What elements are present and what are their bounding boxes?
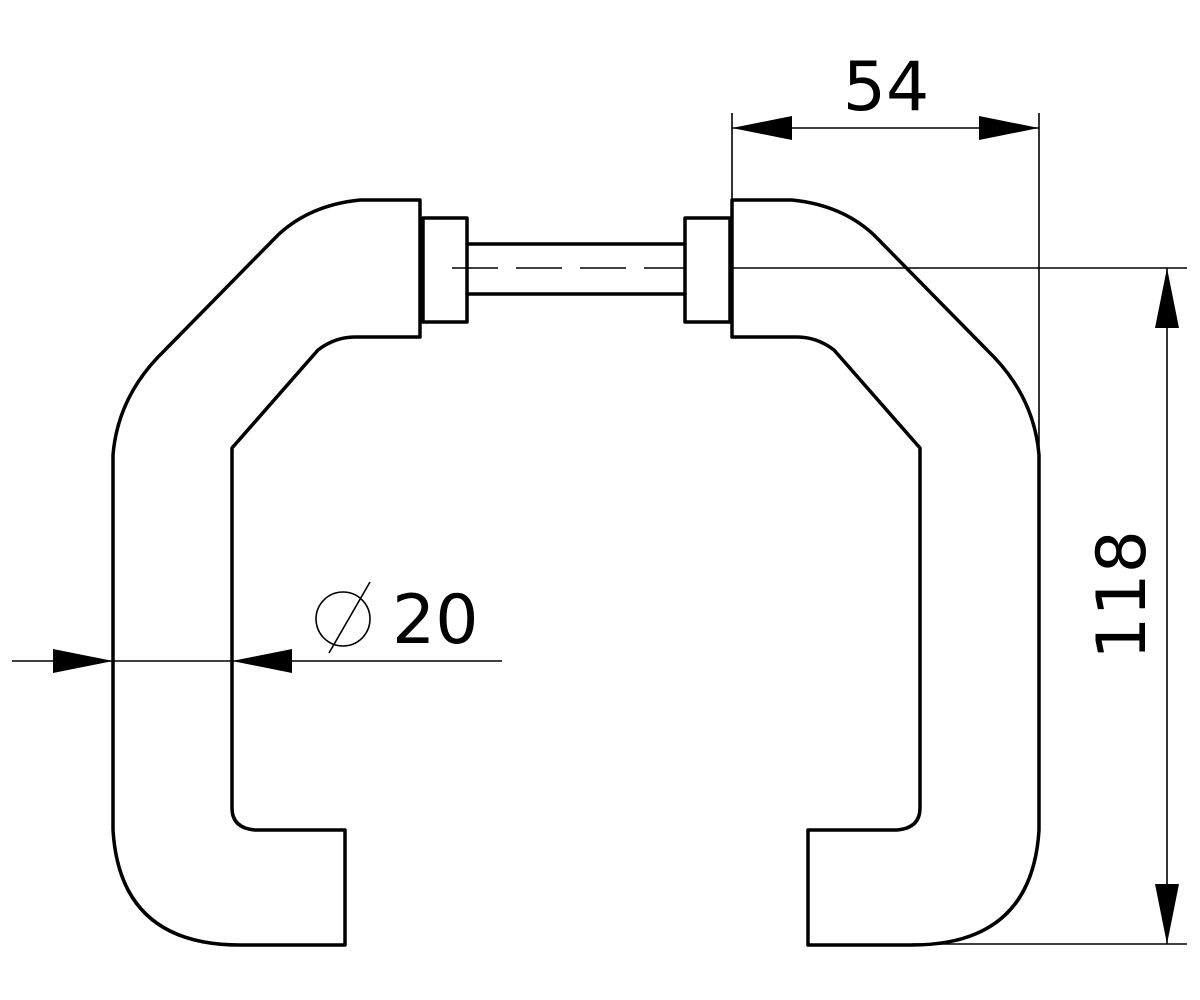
height-dimension: 118 [730,267,1187,945]
height-arrow-bottom [1155,884,1179,944]
width-arrow-left [732,116,792,140]
right-handle [683,198,1041,947]
diameter-arrow-right [232,649,292,673]
height-dimension-label: 118 [1083,530,1162,660]
left-handle-rose [421,216,469,324]
diameter-dimension-label: 20 [392,581,479,660]
diameter-symbol [315,581,371,654]
diameter-dimension: 20 [12,581,502,673]
left-handle-outer-outline [111,198,422,947]
diameter-symbol-circle [315,591,371,647]
right-handle-outer-outline [730,198,1041,947]
spindle [452,242,687,296]
right-handle-rose [683,216,732,324]
width-dimension-label: 54 [843,48,930,127]
diameter-symbol-slash [328,581,371,654]
left-handle [111,198,469,947]
height-arrow-top [1155,268,1179,328]
width-dimension: 54 [731,48,1040,455]
width-arrow-right [979,116,1039,140]
diameter-arrow-left [53,649,113,673]
